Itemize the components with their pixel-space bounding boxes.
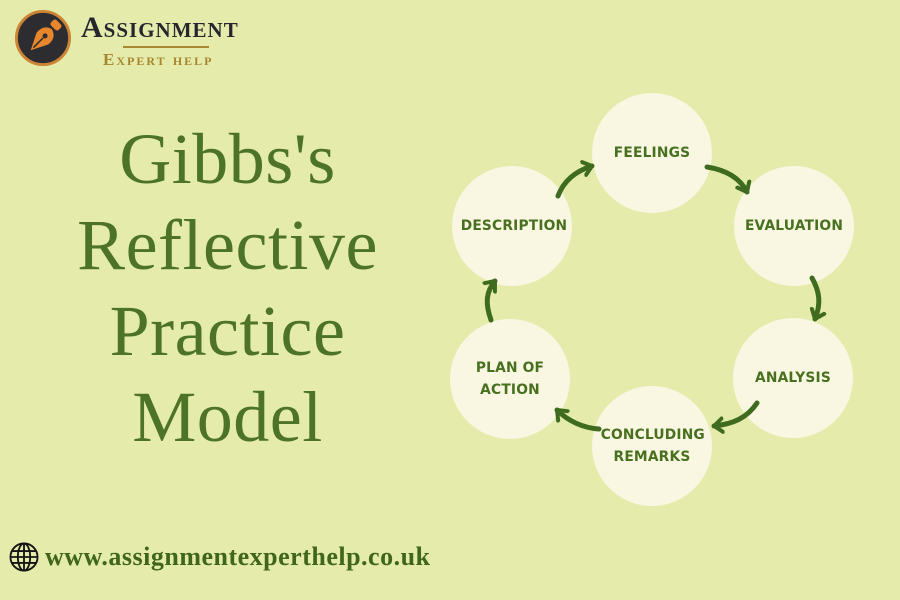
step-description: DESCRIPTION — [452, 166, 572, 286]
brand-divider — [123, 46, 209, 48]
brand-subtitle: Expert help — [103, 50, 214, 69]
website-url: www.assignmentexperthelp.co.uk — [45, 542, 431, 571]
arrow-description-to-feelings — [555, 166, 595, 199]
title-line-1: Gibbs's — [119, 119, 336, 199]
brand-name: Assignment — [81, 11, 239, 44]
step-evaluation-label: EVALUATION — [744, 217, 844, 234]
title-line-3: Practice — [109, 291, 346, 371]
step-description-label: DESCRIPTION — [460, 217, 568, 234]
page-title: Gibbs's Reflective Practice Model — [35, 116, 420, 460]
arrow-concluding-to-plan — [554, 407, 602, 432]
step-concluding-remarks: CONCLUDING REMARKS — [592, 386, 712, 506]
arrow-evaluation-to-analysis — [809, 275, 819, 322]
step-feelings: FEELINGS — [592, 93, 712, 213]
step-concluding-remarks-label: CONCLUDING REMARKS — [600, 426, 705, 465]
step-feelings-label: FEELINGS — [613, 144, 691, 161]
arrow-plan-to-description — [487, 278, 498, 323]
step-analysis-label: ANALYSIS — [755, 369, 831, 386]
step-plan-of-action-label: PLAN OF ACTION — [475, 359, 545, 398]
step-analysis: ANALYSIS — [733, 318, 853, 438]
brand-text-block: Assignment Expert help — [81, 9, 239, 70]
website-footer: www.assignmentexperthelp.co.uk — [8, 541, 431, 573]
globe-icon — [8, 541, 40, 573]
brand-logo: Assignment Expert help — [14, 9, 239, 70]
step-plan-of-action: PLAN OF ACTION — [450, 319, 570, 439]
step-evaluation: EVALUATION — [734, 166, 854, 286]
pen-nib-icon — [14, 9, 72, 67]
title-line-4: Model — [132, 377, 323, 457]
title-line-2: Reflective — [77, 205, 378, 285]
arrow-feelings-to-evaluation — [704, 164, 747, 195]
